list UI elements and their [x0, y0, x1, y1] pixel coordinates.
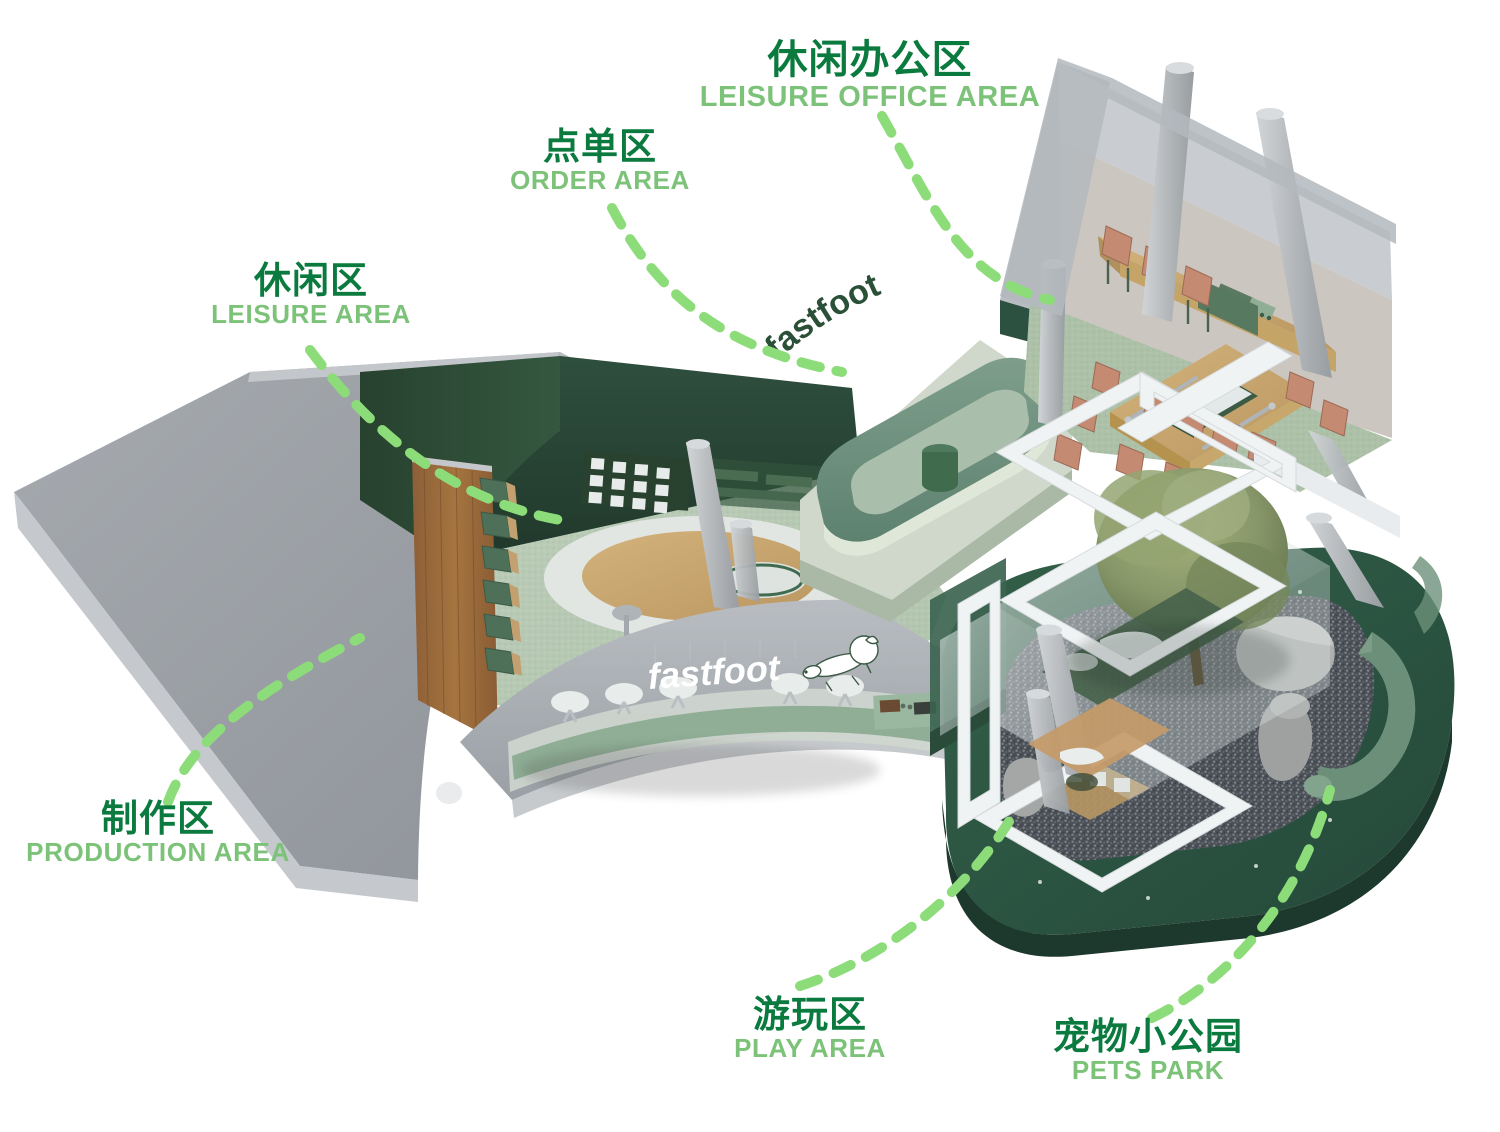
- label-pets-park-en: PETS PARK: [1071, 1055, 1225, 1086]
- roof-sign-fastfoot: fastfoot: [647, 639, 796, 697]
- wall-sign-text: fastfoot: [758, 266, 886, 367]
- leisure-columns: [686, 439, 760, 612]
- ground-shadows: [520, 624, 1290, 796]
- label-order-area-cn: 点单区: [543, 126, 657, 167]
- counter-stools: [551, 673, 864, 713]
- label-leisure-office-area-en: LEISURE OFFICE AREA: [699, 80, 1041, 113]
- label-production-area-cn: 制作区: [101, 798, 215, 839]
- leisure-office-zone: [1000, 58, 1400, 538]
- label-pets-park-cn: 宠物小公园: [1053, 1016, 1243, 1057]
- side-table: [612, 605, 642, 621]
- label-order-area-en: ORDER AREA: [510, 165, 690, 196]
- label-play-area-en: PLAY AREA: [734, 1033, 886, 1064]
- dog-mascot: [802, 635, 879, 692]
- label-pets-park[interactable]: 宠物小公园 PETS PARK: [1006, 1016, 1290, 1086]
- label-leisure-area[interactable]: 休闲区 LEISURE AREA: [168, 260, 454, 330]
- service-appliance: [873, 692, 939, 730]
- label-leisure-office-area-cn: 休闲办公区: [767, 38, 973, 82]
- label-leisure-area-en: LEISURE AREA: [211, 299, 411, 330]
- play-area-zone: [930, 341, 1384, 893]
- label-order-area[interactable]: 点单区 ORDER AREA: [460, 126, 740, 196]
- fascia-light: [436, 782, 462, 804]
- label-leisure-office-area[interactable]: 休闲办公区 LEISURE OFFICE AREA: [690, 38, 1050, 113]
- wall-light-grid: [580, 451, 822, 514]
- label-production-area[interactable]: 制作区 PRODUCTION AREA: [4, 798, 312, 868]
- label-production-area-en: PRODUCTION AREA: [26, 837, 290, 868]
- label-play-area[interactable]: 游玩区 PLAY AREA: [678, 994, 942, 1064]
- order-area-counter: [800, 340, 1072, 622]
- order-cylinder: [922, 444, 958, 492]
- label-leisure-area-cn: 休闲区: [254, 260, 368, 301]
- roof-sign-text: fastfoot: [647, 647, 784, 697]
- label-play-area-cn: 游玩区: [753, 994, 867, 1035]
- wall-sign-fastfoot: fastfoot: [758, 266, 886, 367]
